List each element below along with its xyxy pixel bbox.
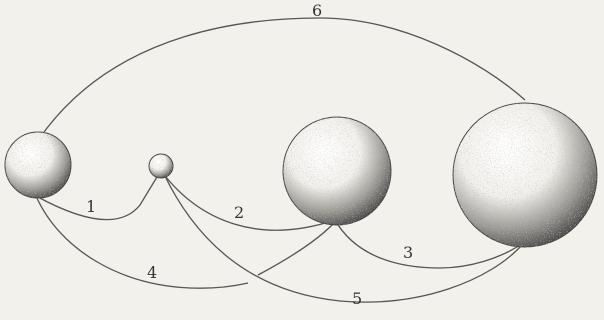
sphere-1 (5, 132, 71, 198)
connections-group (36, 18, 525, 302)
connection-3-label: 3 (403, 243, 413, 262)
connection-4-path (36, 196, 248, 288)
connection-1-label: 1 (86, 197, 96, 216)
sphere-3 (283, 117, 391, 225)
connection-2-label: 2 (234, 203, 244, 222)
connection-4-label: 4 (147, 263, 157, 282)
spheres-group (5, 103, 597, 247)
connection-6-label: 6 (312, 1, 322, 20)
connection-5-label: 5 (352, 289, 362, 308)
sphere-2 (149, 154, 173, 178)
connection-6-path (44, 18, 525, 132)
sphere-4 (453, 103, 597, 247)
